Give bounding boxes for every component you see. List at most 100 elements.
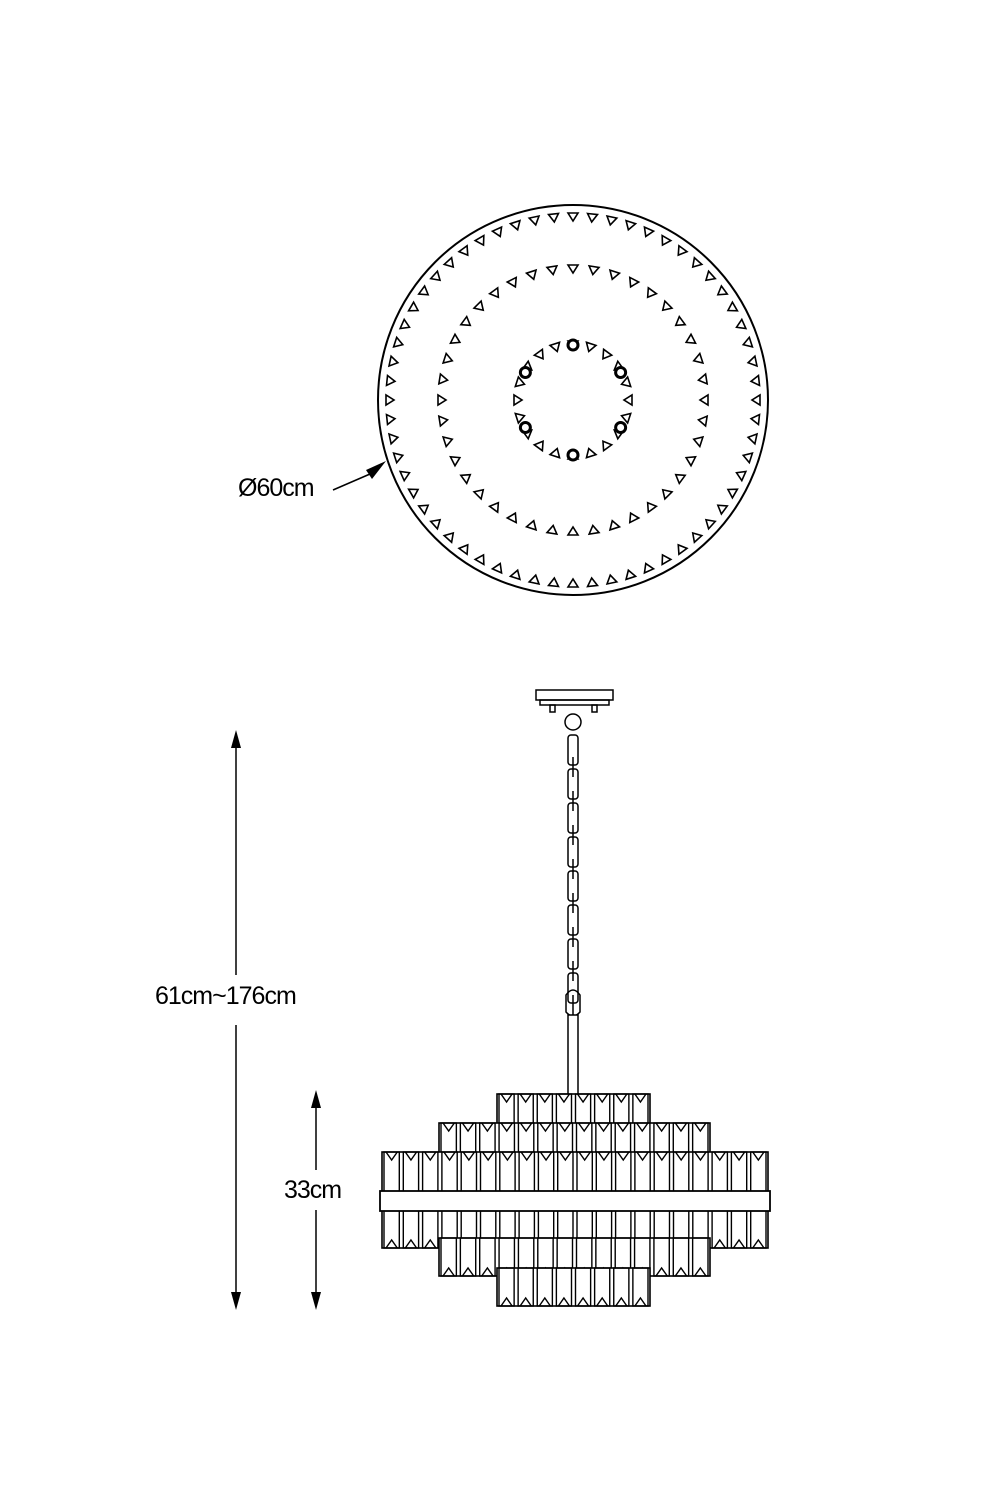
crystal-icon	[487, 286, 500, 299]
crystal-facet	[481, 1266, 494, 1277]
crystal-icon	[548, 341, 561, 353]
crystal-icon	[532, 347, 544, 360]
crystal-facet	[578, 1151, 591, 1162]
crystal-facet	[616, 1122, 630, 1133]
crystal-icon	[545, 264, 559, 277]
crystal-facet	[674, 1266, 688, 1277]
crystal-icon	[508, 219, 522, 232]
crystal-icon	[566, 264, 580, 275]
crystal-facet	[404, 1151, 418, 1162]
crystal-facet	[694, 1151, 707, 1162]
crystal-icon	[587, 523, 601, 536]
crystal-facet	[538, 1093, 551, 1104]
bulb-socket-icon	[614, 421, 628, 434]
crystal-prism	[555, 1267, 573, 1307]
crystal-icon	[429, 518, 442, 531]
crystal-icon	[624, 568, 638, 581]
crystal-facet	[596, 1296, 609, 1307]
crystal-icon	[624, 219, 638, 232]
crystal-facet	[500, 1296, 513, 1307]
crystal-icon	[661, 234, 673, 247]
crystal-icon	[473, 234, 485, 247]
crystal-icon	[646, 286, 659, 299]
crystal-facet	[500, 1122, 513, 1133]
crystal-icon	[735, 317, 748, 330]
crystal-icon	[643, 225, 656, 238]
crystal-icon	[566, 212, 580, 223]
crystal-icon	[398, 317, 411, 330]
crystal-facet	[520, 1151, 533, 1162]
top-view	[332, 204, 769, 596]
crystal-facet	[461, 1266, 475, 1277]
crystal-facet	[655, 1122, 668, 1133]
crystal-icon	[674, 473, 687, 486]
crystal-prism	[691, 1237, 709, 1277]
diameter-label: Ø60cm	[238, 474, 315, 503]
crystal-icon	[546, 576, 560, 588]
crystal-icon	[392, 451, 405, 465]
crystal-icon	[661, 553, 673, 566]
crystal-icon	[527, 214, 541, 227]
crystal-facet	[558, 1122, 572, 1133]
crystal-icon	[490, 562, 503, 575]
crystal-prism	[479, 1237, 496, 1277]
crystal-facet	[501, 1151, 514, 1162]
crystal-icon	[459, 473, 472, 486]
crystal-icon	[716, 504, 729, 516]
crystal-facet	[674, 1122, 688, 1133]
crystal-prism	[613, 1267, 630, 1307]
crystal-facet	[596, 1093, 609, 1104]
ceiling-canopy	[535, 689, 614, 731]
crystal-facet	[481, 1151, 495, 1162]
crystal-facet	[597, 1151, 611, 1162]
crystal-facet	[557, 1093, 571, 1104]
crystal-icon	[449, 332, 462, 345]
crystal-body	[381, 1093, 769, 1307]
crystal-facet	[634, 1296, 647, 1307]
crystal-icon	[746, 354, 759, 368]
crystal-facet	[559, 1151, 572, 1162]
crystal-icon	[385, 413, 397, 427]
crystal-facet	[597, 1122, 610, 1133]
body-height-label: 33cm	[284, 1176, 342, 1205]
arrow-down-icon	[231, 1292, 241, 1310]
crystal-icon	[473, 553, 485, 566]
crystal-icon	[487, 501, 500, 514]
crystal-facet	[615, 1093, 628, 1104]
outer-rim	[377, 204, 769, 596]
crystal-icon	[704, 269, 717, 282]
crystal-icon	[602, 347, 614, 360]
crystal-facet	[519, 1296, 532, 1307]
total-height-label: 61cm~176cm	[155, 982, 297, 1011]
crystal-icon	[457, 244, 469, 257]
crystal-icon	[726, 488, 739, 500]
crystal-facet	[539, 1122, 552, 1133]
crystal-icon	[385, 393, 396, 407]
crystal-facet	[636, 1122, 649, 1133]
crystal-icon	[677, 543, 689, 556]
crystal-icon	[628, 511, 641, 524]
crystal-icon	[505, 511, 518, 524]
crystal-icon	[407, 300, 420, 312]
crystal-facet	[732, 1238, 746, 1249]
bulb-socket-icon	[518, 366, 532, 379]
crystal-icon	[548, 447, 561, 459]
crystal-icon	[586, 576, 600, 588]
crystal-facet	[424, 1238, 437, 1249]
crystal-icon	[605, 573, 619, 586]
crystal-icon	[684, 455, 697, 468]
crystal-icon	[585, 341, 598, 353]
crystal-icon	[437, 414, 450, 428]
crystal-facet	[519, 1122, 533, 1133]
crystal-icon	[750, 393, 761, 407]
crystal-facet	[442, 1122, 455, 1133]
crystal-icon	[586, 212, 600, 224]
crystal-icon	[585, 447, 598, 459]
arrow-down-icon	[311, 1292, 321, 1310]
crystal-rings	[385, 212, 761, 588]
crystal-icon	[646, 501, 659, 514]
crystal-icon	[387, 354, 400, 368]
crystal-prism	[672, 1237, 690, 1277]
